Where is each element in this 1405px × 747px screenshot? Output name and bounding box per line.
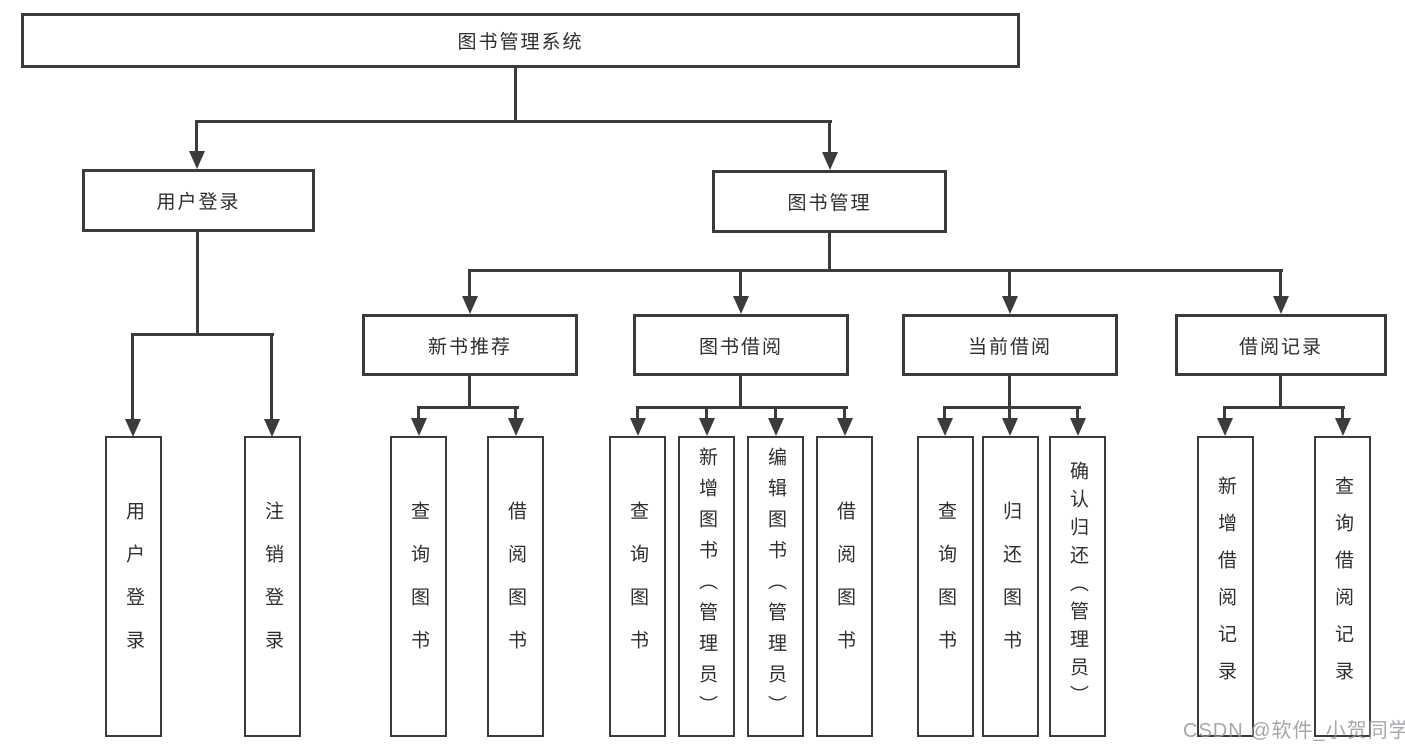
arrow-down-icon [1002, 418, 1018, 436]
node-label: 注销登录 [262, 500, 283, 673]
connector-line [468, 376, 471, 409]
arrow-down-icon [264, 419, 280, 437]
connector-line [828, 233, 831, 272]
connector-line [196, 232, 199, 336]
connector-line [417, 406, 519, 409]
node-label: 用户登录 [156, 192, 241, 213]
node-label: 查询图书 [935, 500, 956, 673]
arrow-down-icon [837, 418, 853, 436]
leaf-edit-books-admin: 编辑图书（管理员） [747, 436, 804, 737]
connector-line [943, 406, 946, 420]
node-label: 新增图书（管理员） [696, 447, 717, 726]
connector-line [195, 120, 198, 154]
connector-line [270, 333, 273, 421]
node-label: 确认归还（管理员） [1067, 460, 1088, 713]
leaf-add-borrow-record: 新增借阅记录 [1197, 436, 1254, 737]
node-label: 查询借阅记录 [1332, 475, 1353, 698]
node-label: 归还图书 [1000, 500, 1021, 673]
connector-line [468, 269, 1283, 272]
connector-line [1223, 406, 1226, 420]
connector-line [843, 406, 846, 420]
leaf-query-books-recommend: 查询图书 [390, 436, 447, 737]
connector-line [514, 406, 517, 420]
arrow-down-icon [1335, 418, 1351, 436]
node-label: 查询图书 [408, 500, 429, 673]
leaf-return-books: 归还图书 [982, 436, 1039, 737]
arrow-down-icon [125, 419, 141, 437]
connector-line [514, 68, 517, 121]
arrow-down-icon [508, 418, 524, 436]
connector-line [636, 406, 639, 420]
leaf-borrow-books-recommend: 借阅图书 [487, 436, 544, 737]
connector-line [1279, 269, 1282, 298]
connector-line [1341, 406, 1344, 420]
connector-line [1008, 376, 1011, 409]
connector-line [131, 333, 274, 336]
csdn-watermark: CSDN @软件_小贺同学 [1183, 720, 1405, 742]
arrow-down-icon [699, 418, 715, 436]
arrow-down-icon [1217, 418, 1233, 436]
node-label: 当前借阅 [967, 336, 1052, 358]
arrow-down-icon [822, 152, 838, 170]
connector-line [468, 269, 471, 298]
arrow-down-icon [1273, 296, 1289, 314]
node-label: 查询图书 [627, 500, 648, 673]
connector-line [943, 406, 1081, 409]
node-label: 新增借阅记录 [1215, 475, 1236, 698]
connector-line [636, 406, 848, 409]
leaf-confirm-return-admin: 确认归还（管理员） [1049, 436, 1106, 737]
connector-line [1223, 406, 1345, 409]
arrow-down-icon [189, 151, 205, 169]
connector-line [1008, 406, 1011, 420]
node-label: 编辑图书（管理员） [765, 447, 786, 726]
connector-line [739, 376, 742, 409]
node-root-library-management-system: 图书管理系统 [21, 13, 1020, 68]
connector-line [195, 120, 832, 123]
arrow-down-icon [733, 296, 749, 314]
leaf-query-borrow-record: 查询借阅记录 [1314, 436, 1371, 737]
connector-line [705, 406, 708, 420]
leaf-borrow-books: 借阅图书 [816, 436, 873, 737]
node-label: 借阅记录 [1238, 336, 1323, 358]
connector-line [417, 406, 420, 420]
node-user-login: 用户登录 [82, 169, 315, 232]
node-label: 图书借阅 [698, 336, 783, 358]
node-book-borrowing: 图书借阅 [633, 314, 849, 376]
connector-line [1008, 269, 1011, 298]
node-label: 新书推荐 [427, 336, 512, 358]
node-label: 借阅图书 [834, 500, 855, 673]
node-label: 图书管理系统 [457, 32, 584, 53]
node-current-borrowing: 当前借阅 [902, 314, 1118, 376]
node-label: 用户登录 [123, 500, 144, 673]
leaf-query-books-borrowing: 查询图书 [609, 436, 666, 737]
arrow-down-icon [768, 418, 784, 436]
connector-line [1076, 406, 1079, 420]
connector-line [739, 269, 742, 298]
node-book-management: 图书管理 [712, 170, 947, 233]
arrow-down-icon [462, 296, 478, 314]
connector-line [1279, 376, 1282, 409]
connector-line [774, 406, 777, 420]
arrow-down-icon [1070, 418, 1086, 436]
arrow-down-icon [630, 418, 646, 436]
node-borrow-records: 借阅记录 [1175, 314, 1387, 376]
arrow-down-icon [937, 418, 953, 436]
leaf-logout: 注销登录 [244, 436, 301, 737]
leaf-user-login: 用户登录 [105, 436, 162, 737]
connector-line [131, 333, 134, 421]
node-new-book-recommend: 新书推荐 [362, 314, 578, 376]
arrow-down-icon [411, 418, 427, 436]
arrow-down-icon [1002, 296, 1018, 314]
node-label: 图书管理 [787, 193, 872, 214]
node-label: 借阅图书 [505, 500, 526, 673]
leaf-add-books-admin: 新增图书（管理员） [678, 436, 735, 737]
leaf-query-books-current: 查询图书 [917, 436, 974, 737]
connector-line [828, 120, 831, 155]
